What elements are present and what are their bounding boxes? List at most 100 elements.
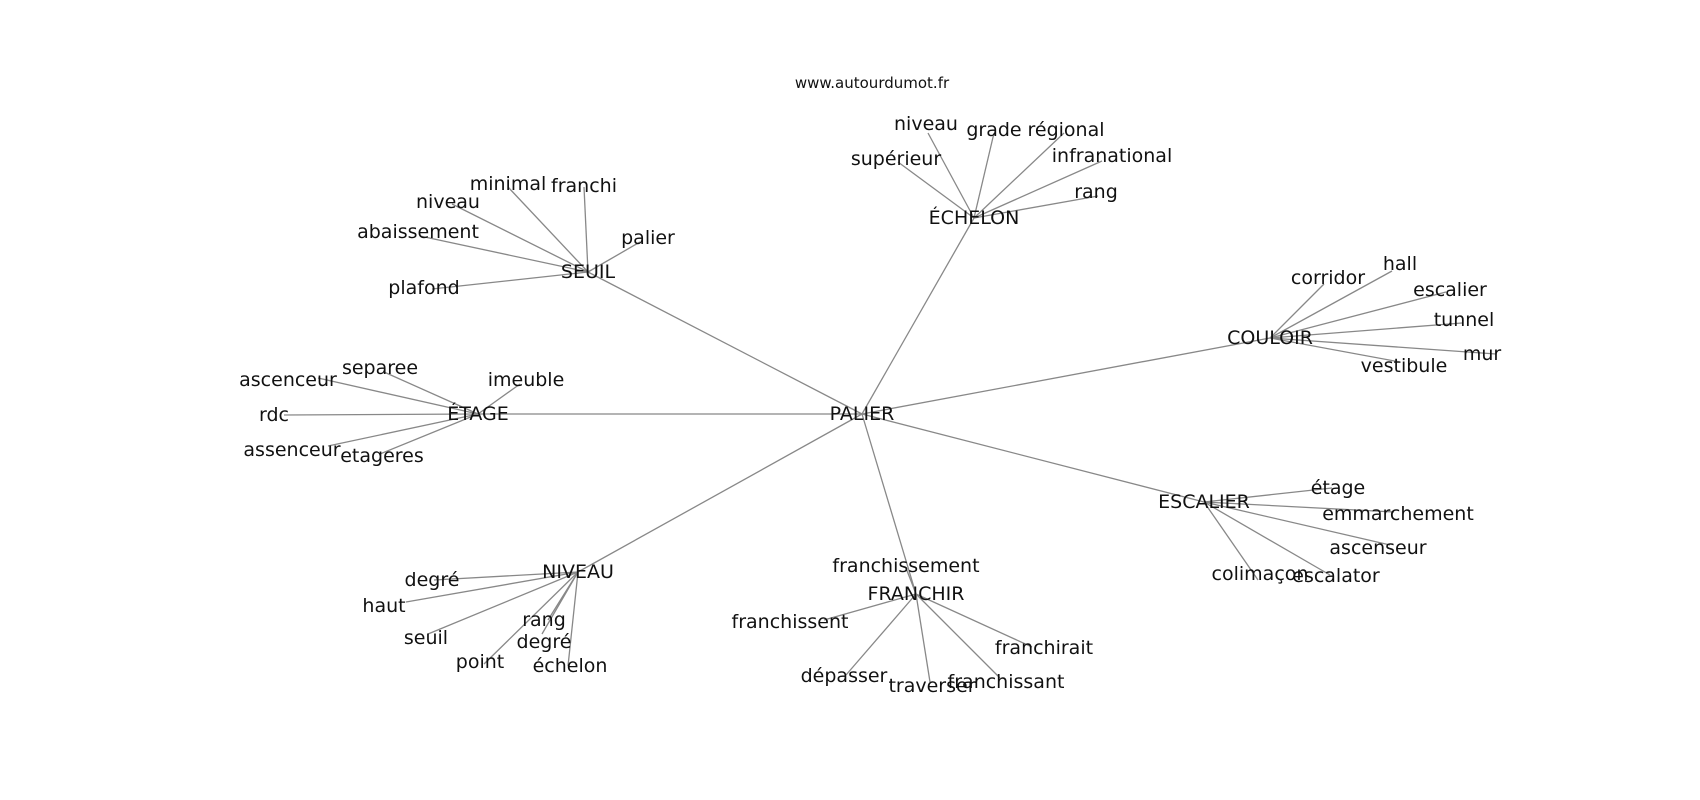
edge-cluster-to-word <box>327 413 479 447</box>
cluster-node-label: FRANCHIR <box>868 583 965 605</box>
word-node-label: franchissement <box>832 555 979 577</box>
edge-cluster-to-word <box>433 571 579 581</box>
edge-cluster-to-word <box>567 571 579 667</box>
word-node-label: assenceur <box>243 439 340 461</box>
edge-cluster-to-word <box>1203 501 1331 576</box>
word-node-label: étage <box>1311 477 1366 499</box>
word-node-label: separee <box>342 357 418 379</box>
word-node-label: corridor <box>1291 267 1365 289</box>
edge-cluster-to-word <box>419 235 589 273</box>
word-node-label: dépasser <box>801 665 888 687</box>
word-node-label: minimal <box>470 173 547 195</box>
edge-cluster-to-word <box>283 413 479 416</box>
word-node-label: niveau <box>894 113 958 135</box>
word-node-label: vestibule <box>1361 355 1448 377</box>
cluster-node-label: ÉCHELON <box>929 206 1020 229</box>
cluster-node-label: ÉTAGE <box>447 402 509 425</box>
edge-cluster-to-word <box>973 132 995 219</box>
word-node-label: hall <box>1383 253 1417 275</box>
word-node-label: imeuble <box>488 369 565 391</box>
edge-cluster-to-word <box>477 383 521 415</box>
word-node-label: point <box>456 651 504 673</box>
edge-cluster-to-word <box>1269 291 1447 339</box>
edge-cluster-to-word <box>845 593 917 676</box>
word-node-label: seuil <box>404 627 448 649</box>
center-node-label: PALIER <box>830 403 895 425</box>
word-node-label: emmarchement <box>1322 503 1474 525</box>
word-node-label: palier <box>621 227 675 249</box>
word-node-label: franchissant <box>948 671 1065 693</box>
edge-cluster-to-word <box>507 186 589 273</box>
word-node-label: régional <box>1027 119 1104 141</box>
word-node-label: tunnel <box>1434 309 1495 331</box>
word-node-label: colimaçon <box>1212 563 1309 585</box>
edge-center-to-cluster <box>861 413 917 595</box>
edge-cluster-to-word <box>1203 501 1259 581</box>
edge-cluster-to-word <box>427 571 579 635</box>
graph-edges <box>283 132 1497 683</box>
word-node-label: rang <box>522 609 566 631</box>
word-node-label: etageres <box>340 445 424 467</box>
edge-cluster-to-word <box>823 593 917 621</box>
cluster-node-label: SEUIL <box>561 261 616 283</box>
edge-cluster-to-word <box>379 413 479 455</box>
edge-cluster-to-word <box>405 571 579 603</box>
edge-cluster-to-word <box>973 132 1065 219</box>
word-node-label: plafond <box>388 277 459 299</box>
edge-cluster-to-word <box>587 241 641 273</box>
word-node-label: rdc <box>259 404 289 426</box>
edge-cluster-to-word <box>897 161 975 219</box>
edge-cluster-to-word <box>1269 322 1463 339</box>
cluster-node-label: ESCALIER <box>1158 491 1250 513</box>
word-node-label: rang <box>1074 181 1118 203</box>
edge-cluster-to-word <box>1269 337 1401 363</box>
edge-center-to-cluster <box>861 337 1271 415</box>
word-node-label: ascenceur <box>239 369 337 391</box>
edge-cluster-to-word <box>905 567 917 595</box>
edge-cluster-to-word <box>1269 270 1393 339</box>
word-node-label: infranational <box>1052 145 1172 167</box>
edge-cluster-to-word <box>383 371 479 415</box>
edge-cluster-to-word <box>973 160 1103 219</box>
cluster-node-label: NIVEAU <box>542 561 614 583</box>
edge-cluster-to-word <box>1269 283 1325 339</box>
edge-cluster-to-word <box>1203 501 1391 546</box>
edge-cluster-to-word <box>317 377 479 415</box>
word-node-label: abaissement <box>357 221 479 243</box>
edge-cluster-to-word <box>431 271 589 290</box>
edge-cluster-to-word <box>541 571 579 635</box>
edge-cluster-to-word <box>583 186 589 273</box>
word-node-label: grade <box>966 119 1021 141</box>
word-node-label: franchirait <box>995 637 1093 659</box>
edge-cluster-to-word <box>927 132 975 219</box>
word-node-label: traverser <box>888 675 975 697</box>
edge-cluster-to-word <box>915 593 1001 679</box>
word-node-label: degré <box>405 569 460 591</box>
word-node-label: franchissent <box>732 611 849 633</box>
edge-center-to-cluster <box>577 413 863 573</box>
cluster-node-label: COULOIR <box>1227 327 1313 349</box>
edge-cluster-to-word <box>451 203 589 273</box>
edge-cluster-to-word <box>1203 487 1333 503</box>
edge-cluster-to-word <box>1269 337 1497 355</box>
edge-cluster-to-word <box>915 593 931 683</box>
edge-center-to-cluster <box>587 271 863 415</box>
word-node-label: échelon <box>533 655 608 677</box>
word-node-label: niveau <box>416 191 480 213</box>
source-label: www.autourdumot.fr <box>795 74 950 92</box>
edge-cluster-to-word <box>1203 501 1395 513</box>
word-node-label: franchi <box>551 175 617 197</box>
edge-cluster-to-word <box>973 195 1099 219</box>
edge-center-to-cluster <box>861 217 975 415</box>
edge-cluster-to-word <box>915 593 1033 648</box>
word-node-label: mur <box>1463 343 1502 365</box>
word-node-label: haut <box>362 595 405 617</box>
word-node-label: escalator <box>1292 565 1380 587</box>
word-node-label: ascenseur <box>1329 537 1426 559</box>
word-node-label: degré <box>517 631 572 653</box>
edge-center-to-cluster <box>861 413 1205 503</box>
edge-cluster-to-word <box>483 571 579 665</box>
word-node-label: supérieur <box>851 148 942 170</box>
